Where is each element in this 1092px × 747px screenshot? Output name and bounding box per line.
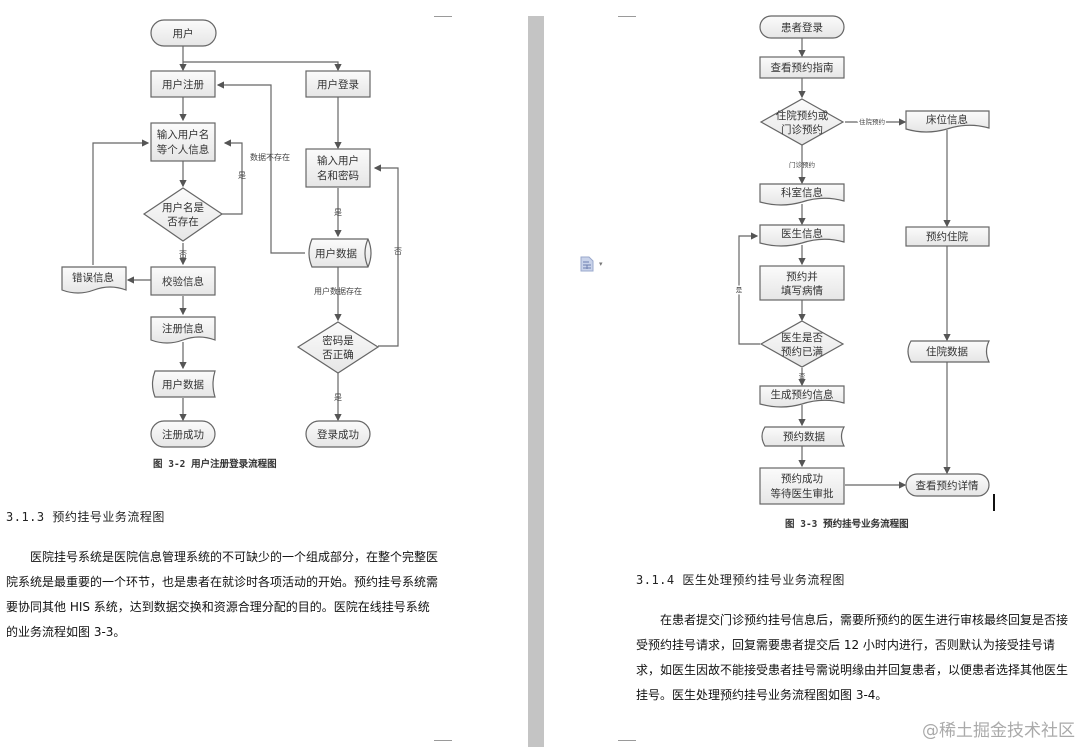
node-view-details-label: 查看预约详情 [916, 479, 979, 492]
edge-label: 住院预约 [859, 117, 885, 126]
node-doctor-full [759, 320, 845, 368]
node-pw-correct-label: 密码是 [322, 334, 354, 347]
node-gen-info-label: 生成预约信息 [771, 388, 834, 401]
watermark: @稀土掘金技术社区 [922, 721, 1075, 741]
node-dept-info-label: 科室信息 [781, 186, 823, 199]
figure-3-2-caption: 图 3-2 用户注册登录流程图 [153, 459, 277, 470]
figure-3-3-caption: 图 3-3 预约挂号业务流程图 [785, 519, 909, 530]
node-input-credentials [305, 148, 371, 188]
node-register-label: 用户注册 [162, 78, 204, 91]
node-exists-label: 否存在 [167, 215, 199, 228]
node-register-info [150, 316, 216, 344]
node-dept-info [759, 183, 845, 206]
page-corner-mark [434, 16, 452, 17]
section-3-1-4-paragraph: 在患者提交门诊预约挂号信息后，需要所预约的医生进行审核最终回复是否接受预约挂号请… [636, 613, 1069, 702]
node-booking-data [761, 426, 846, 447]
edge-label: 是 [334, 393, 342, 402]
node-user-label: 用户 [173, 27, 194, 40]
node-book-label: 预约并 [786, 270, 818, 283]
node-input-user-label: 输入用户名 [157, 128, 210, 141]
node-inpatient-or-outpatient [759, 98, 845, 146]
paste-options-dropdown-icon[interactable]: ▾ [599, 260, 603, 268]
node-book-inpatient [905, 226, 990, 247]
node-bed-info [905, 110, 990, 133]
node-view-guide-label: 查看预约指南 [771, 61, 834, 74]
node-register-success [150, 420, 216, 448]
node-error-info [61, 266, 127, 294]
paste-options-icon[interactable] [580, 256, 594, 272]
node-choice-label: 门诊预约 [781, 123, 823, 136]
node-verify-info [150, 266, 216, 296]
node-book-fill-condition [759, 265, 845, 301]
node-login-label: 用户登录 [317, 78, 359, 91]
text-cursor [993, 494, 995, 511]
edge-label: 数据不存在 [250, 152, 290, 162]
edge-label: 用户数据存在 [314, 286, 362, 296]
node-password-correct [296, 321, 380, 374]
figure-3-3 [738, 38, 951, 489]
node-reg-success-label: 注册成功 [162, 428, 204, 441]
edge-label: 否 [179, 250, 187, 259]
node-input-user-label: 等个人信息 [157, 143, 210, 156]
page-corner-mark [618, 16, 636, 17]
left-document-page [0, 0, 528, 747]
figure-3-2 [92, 46, 399, 422]
node-user [150, 19, 217, 47]
node-view-guide [759, 56, 845, 79]
node-doctor-info-label: 医生信息 [781, 227, 823, 240]
node-input-pw-label: 名和密码 [317, 169, 359, 182]
node-input-pw-label: 输入用户 [317, 154, 359, 167]
section-3-1-3-paragraph: 医院挂号系统是医院信息管理系统的不可缺少的一个组成部分，在整个完整医院系统是最重… [6, 550, 439, 639]
node-full-label: 医生是否 [781, 331, 823, 344]
edge-label: 否 [799, 372, 806, 380]
edge-label: 门诊预约 [789, 160, 815, 169]
node-inpatient-data [907, 340, 990, 363]
node-booking-data-label: 预约数据 [783, 430, 825, 443]
node-verify-label: 校验信息 [162, 275, 204, 288]
node-success-label: 等待医生审批 [771, 487, 834, 500]
node-patient-login-label: 患者登录 [781, 21, 823, 34]
edge-label: 否 [394, 247, 402, 256]
node-bed-info-label: 床位信息 [926, 113, 968, 126]
node-full-label: 预约已满 [781, 345, 823, 358]
node-exists-label: 用户名是 [162, 201, 204, 214]
page-gap [528, 16, 544, 747]
edge-label: 是 [238, 171, 246, 180]
node-choice-label: 住院预约或 [776, 109, 829, 122]
node-pw-correct-label: 否正确 [322, 348, 354, 361]
node-inpatient-data-label: 住院数据 [926, 345, 968, 358]
node-success-label: 预约成功 [781, 472, 823, 485]
edge-label: 是 [334, 208, 342, 217]
node-patient-login [759, 15, 845, 39]
node-book-label: 填写病情 [781, 284, 823, 297]
section-heading-3-1-4: 3.1.4 医生处理预约挂号业务流程图 [636, 573, 845, 587]
node-register [150, 70, 216, 98]
section-heading-3-1-3: 3.1.3 预约挂号业务流程图 [6, 510, 165, 524]
node-booking-success [759, 467, 845, 505]
node-user-data-label: 用户数据 [162, 378, 204, 391]
node-username-exists [142, 187, 224, 242]
node-error-label: 错误信息 [72, 271, 114, 284]
page-corner-mark [434, 740, 452, 741]
node-user-data-storage [151, 370, 216, 398]
node-input-user-info [150, 122, 216, 162]
node-reg-info-label: 注册信息 [162, 322, 204, 335]
node-login [305, 70, 371, 98]
node-book-inpatient-label: 预约住院 [926, 230, 968, 243]
node-login-success [305, 420, 371, 448]
page-corner-mark [618, 740, 636, 741]
node-doctor-info [759, 224, 845, 247]
node-db-label: 用户数据 [315, 247, 357, 260]
node-gen-booking-info [759, 385, 845, 408]
edge-label: 是 [736, 286, 743, 294]
node-view-details [905, 473, 990, 497]
node-login-success-label: 登录成功 [317, 428, 359, 441]
